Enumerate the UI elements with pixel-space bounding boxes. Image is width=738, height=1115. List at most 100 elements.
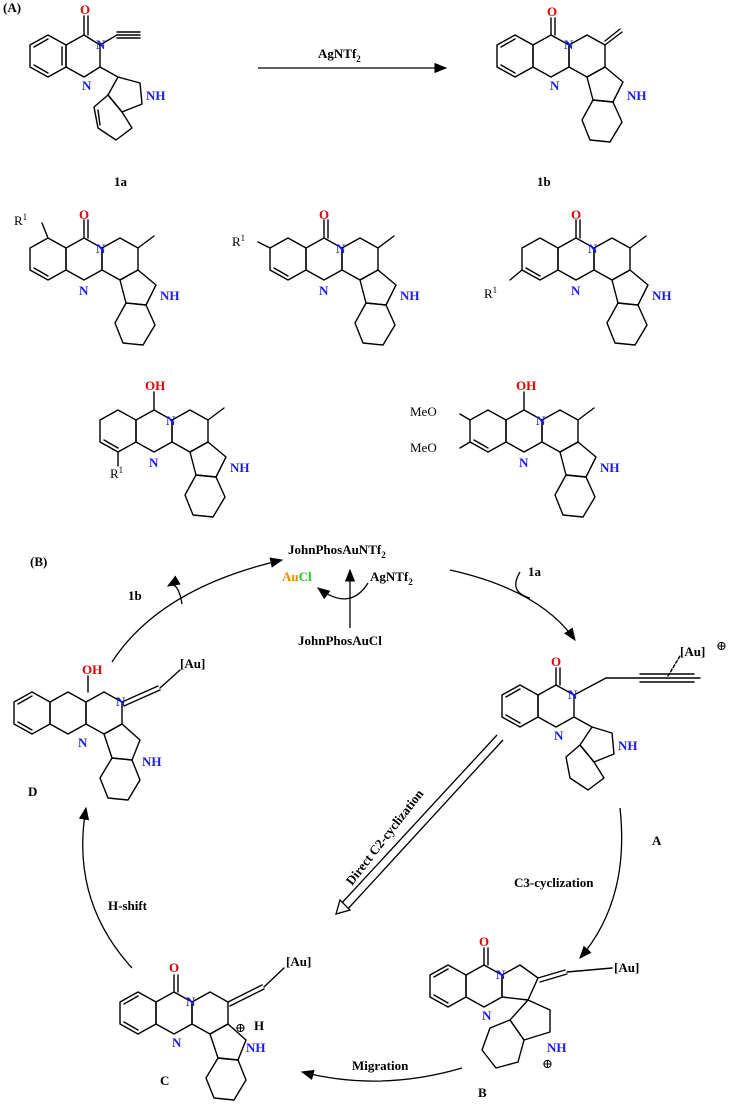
au-ligand: [Au] [680,644,705,659]
atom-n: N [568,687,578,702]
atom-nh: NH [246,1040,266,1055]
atom-nh: NH [146,88,166,103]
r1-label: R1 [232,233,245,249]
atom-oh: OH [145,378,165,393]
atom-n: N [82,78,92,93]
structure-1b [496,17,624,143]
c3-cyclization-arrow [579,807,623,959]
structure-variant-2 [257,219,397,346]
plus-charge: ⊕ [542,1056,553,1071]
atom-nh: NH [230,460,250,475]
label-1b: 1b [537,174,551,189]
atom-n: N [78,735,88,750]
structure-variant-3 [509,219,649,346]
label-1a: 1a [114,174,128,189]
atom-n: N [550,78,560,93]
structure-1a [29,15,143,141]
atom-o: O [169,960,179,975]
h-shift-arrow [78,806,133,969]
atom-o: O [551,654,561,669]
plus-charge: ⊕ [716,638,727,653]
atom-n: N [588,241,598,256]
substrate-entry-curve [515,571,531,599]
migration-label: Migration [352,1058,409,1073]
substrate-1a-label: 1a [528,564,542,579]
atom-o: O [479,934,489,949]
meo-label: MeO [410,440,437,455]
atom-nh: NH [160,288,180,303]
atom-o: O [319,207,329,222]
atom-oh: OH [82,662,102,677]
atom-o: O [547,4,557,19]
atom-n: N [166,413,176,428]
au-ligand: [Au] [614,960,639,975]
atom-n: N [336,241,346,256]
atom-nh: NH [400,288,420,303]
c3-cyclization-label: C3-cyclization [514,875,594,890]
atom-n: N [319,283,329,298]
atom-n: N [149,455,159,470]
atom-n: N [172,1035,182,1050]
atom-o: O [80,2,90,17]
h-shift-label: H-shift [108,898,148,913]
atom-nh: NH [652,288,672,303]
panel-b-label: (B) [30,554,47,569]
agntf2-label: AgNTf2 [370,569,413,587]
atom-n: N [116,694,126,709]
au-ligand: [Au] [180,656,205,671]
structure-variant-1 [29,219,157,346]
c2-arrow-line2 [345,739,504,912]
r1-label: R1 [110,465,123,481]
atom-n: N [571,283,581,298]
intermediate-d-label: D [28,784,37,799]
c2-arrow-head [335,898,352,915]
migration-arrow [300,1067,463,1082]
atom-o: O [571,207,581,222]
atom-nh: NH [600,460,620,475]
structure-intermediate-c [119,967,285,1101]
precatalyst-label: JohnPhosAuCl [298,633,382,648]
plus-charge: ⊕ [235,1020,246,1035]
catalyst-label: JohnPhosAuNTf2 [288,542,386,560]
intermediate-b-label: B [478,1085,487,1100]
activation-curve [316,582,369,600]
structure-intermediate-d [13,669,181,801]
r1-label: R1 [484,285,497,301]
h-atom: H [254,1018,264,1033]
atom-nh: NH [618,738,638,753]
cycle-arrow-cat-to-a [449,569,576,642]
atom-n: N [186,994,196,1009]
atom-n: N [496,967,506,982]
atom-n: N [79,283,89,298]
atom-n: N [96,37,106,52]
structure-variant-4 [99,391,227,518]
panel-a-label: (A) [3,0,21,15]
reagent-label: AgNTf2 [318,46,361,64]
atom-n: N [96,241,106,256]
structure-intermediate-a [501,655,701,791]
aucl-label: AuCl [282,569,312,584]
r1-label: R1 [14,212,27,228]
cycle-arrow-d-to-cat [111,557,284,663]
au-ligand: [Au] [286,954,311,969]
atom-n: N [554,728,564,743]
atom-nh: NH [627,88,647,103]
atom-nh: NH [142,754,162,769]
structure-variant-5 [459,391,597,518]
intermediate-c-label: C [160,1073,169,1088]
product-release-curve [166,575,183,605]
c2-arrow-line1 [339,734,498,906]
intermediate-a-label: A [652,833,662,848]
atom-n: N [536,413,546,428]
meo-label: MeO [410,404,437,419]
atom-n: N [519,455,529,470]
structure-intermediate-b [429,947,613,1069]
atom-oh: OH [516,378,536,393]
atom-n: N [564,37,574,52]
atom-n: N [482,1008,492,1023]
product-1b-label: 1b [128,588,142,603]
atom-nh: NH [547,1040,567,1055]
atom-o: O [79,207,89,222]
